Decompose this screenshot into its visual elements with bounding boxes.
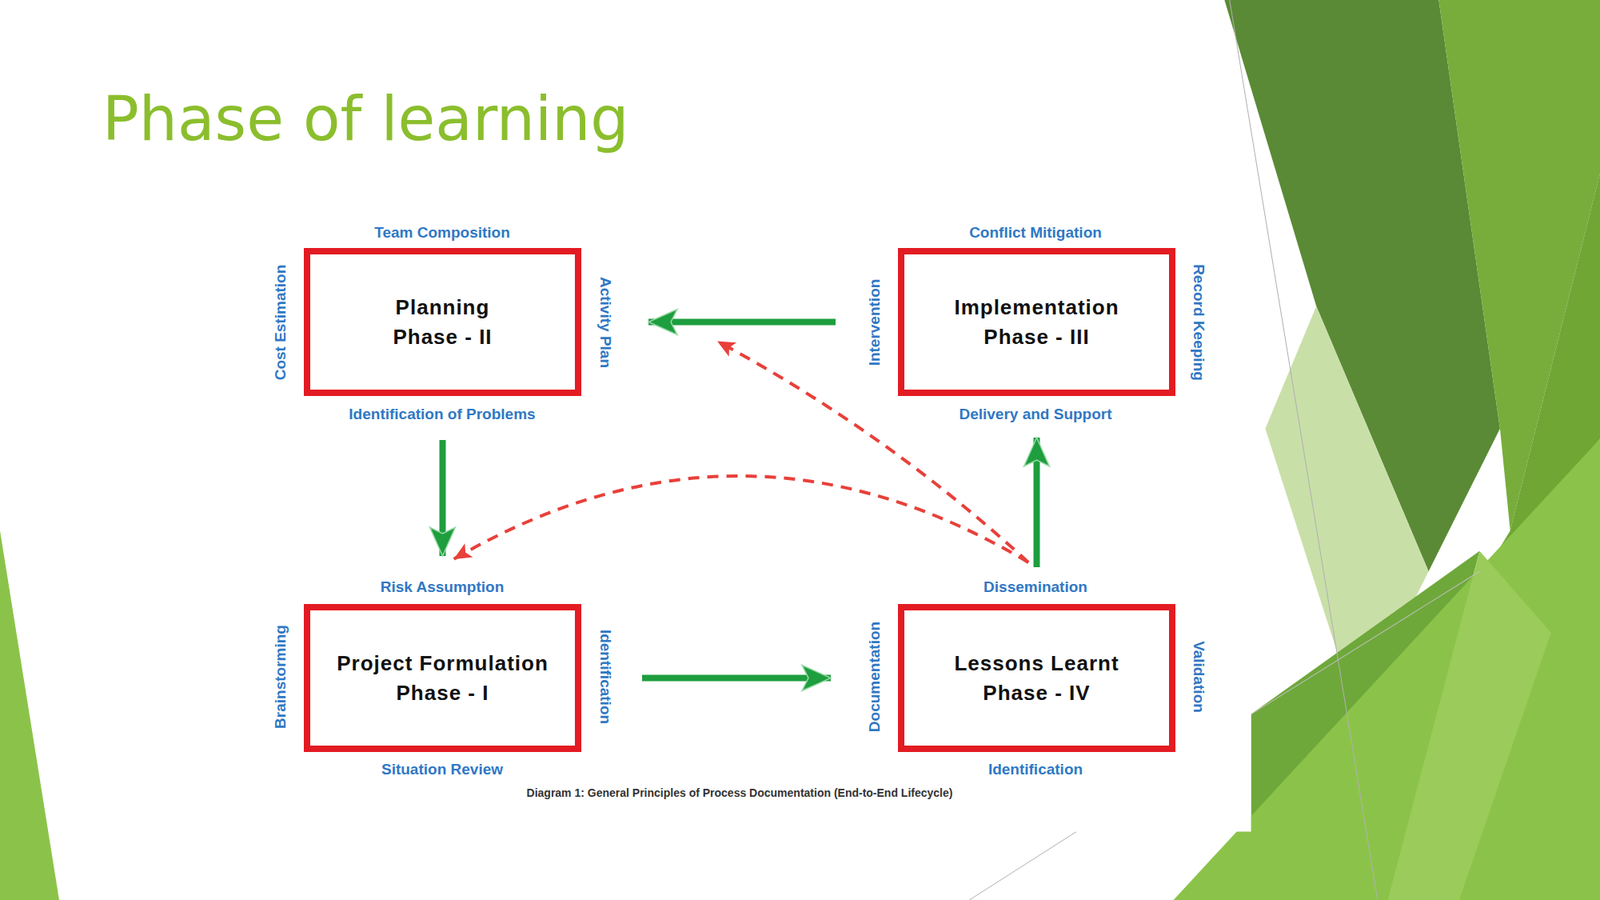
- slide-title: Phase of learning: [102, 83, 630, 155]
- green-facet: [0, 530, 60, 900]
- green-facet: [1388, 550, 1552, 900]
- phase-name: Implementation Phase - III: [942, 292, 1131, 352]
- side-label: Brainstorming: [271, 624, 290, 729]
- phase-box: Implementation Phase - III: [897, 247, 1176, 396]
- side-label: Record Keeping: [1189, 263, 1208, 381]
- side-label: Activity Plan: [596, 276, 615, 368]
- side-label: Intervention: [865, 279, 884, 367]
- side-label: Identification: [596, 629, 615, 724]
- diagram-ground: [244, 199, 1251, 832]
- side-label: Documentation: [865, 621, 884, 732]
- thin-line: [1251, 570, 1481, 715]
- side-label: Conflict Mitigation: [969, 223, 1102, 242]
- phase-box: Lessons Learnt Phase - IV: [897, 603, 1176, 752]
- flow-arrow: [642, 674, 831, 682]
- side-label: Identification of Problems: [348, 405, 535, 423]
- side-label: Situation Review: [381, 760, 503, 779]
- phase-name: Lessons Learnt Phase - IV: [938, 648, 1135, 707]
- side-label: Validation: [1189, 640, 1208, 713]
- thin-line: [1229, 0, 1378, 900]
- feedback-arrow: [453, 475, 1029, 563]
- side-label: Team Composition: [374, 223, 511, 242]
- thin-line: [969, 831, 1077, 900]
- phase-name: Project Formulation Phase - I: [323, 648, 563, 707]
- phase-box: Planning Phase - II: [303, 247, 582, 396]
- side-label: Risk Assumption: [380, 578, 505, 596]
- side-label: Dissemination: [983, 578, 1088, 596]
- phase-name: Planning Phase - II: [372, 292, 513, 352]
- side-label: Cost Estimation: [271, 264, 290, 381]
- side-label: Identification: [988, 760, 1083, 779]
- figure-caption: Diagram 1: General Principles of Process…: [526, 786, 954, 799]
- flow-arrow: [648, 319, 836, 326]
- side-label: Delivery and Support: [958, 405, 1112, 423]
- flow-arrow: [439, 439, 447, 556]
- flow-arrow: [1033, 437, 1041, 567]
- phase-box: Project Formulation Phase - I: [303, 603, 582, 752]
